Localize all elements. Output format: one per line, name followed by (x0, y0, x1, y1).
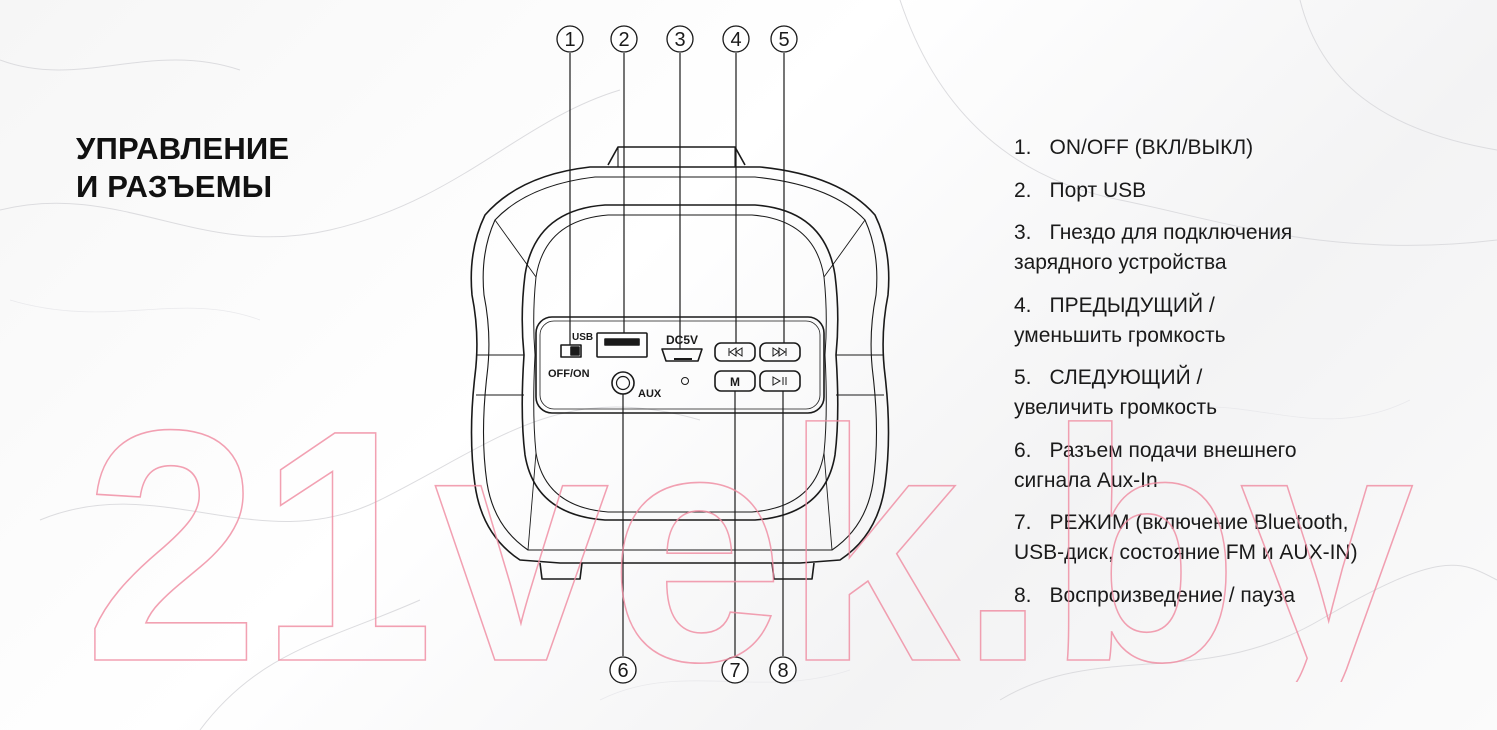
left-foot (539, 562, 583, 580)
legend-item-4: 4.ПРЕДЫДУЩИЙ /уменьшить громкость (1014, 293, 1226, 347)
right-foot (771, 562, 815, 580)
callout-circle-2 (610, 25, 638, 53)
callout-circle-6 (609, 656, 637, 684)
callout-8: 8 (777, 660, 788, 682)
watermark-text: 21vek.by (84, 402, 1414, 682)
legend-item-8: 8.Воспроизведение / пауза (1014, 583, 1295, 607)
dc-label: DC5V (666, 333, 698, 347)
callout-circle-3 (666, 25, 694, 53)
callout-7: 7 (729, 660, 740, 682)
callout-circle-5 (770, 25, 798, 53)
watermark: 21vek.by (84, 402, 1414, 682)
prev-icon (728, 347, 743, 357)
section-heading: УПРАВЛЕНИЕ И РАЗЪЕМЫ (76, 130, 289, 206)
mode-button-label: M (730, 375, 740, 389)
callout-circle-4 (722, 25, 750, 53)
callout-2: 2 (618, 29, 629, 51)
top-handle (607, 146, 746, 166)
usb-label: USB (572, 332, 593, 343)
callout-circle-8 (769, 656, 797, 684)
callout-1: 1 (564, 29, 575, 51)
controls-legend: 1.ON/OFF (ВКЛ/ВЫКЛ) 2.Порт USB 3.Гнездо … (1014, 133, 1484, 623)
heading-line-2: И РАЗЪЕМЫ (76, 169, 273, 204)
power-switch (560, 344, 582, 358)
callout-circle-1 (556, 25, 584, 53)
callout-circle-7 (721, 656, 749, 684)
prev-button (714, 342, 756, 362)
next-button (759, 342, 801, 362)
aux-jack (611, 371, 635, 395)
speaker-outer-body (470, 166, 890, 564)
callout-4: 4 (730, 29, 741, 51)
speaker-diagram: USB OFF/ON DC5V AUX M 1 2 3 4 5 6 7 8 (470, 25, 890, 684)
switch-label: OFF/ON (548, 368, 590, 380)
usb-port (596, 332, 648, 358)
heading-line-1: УПРАВЛЕНИЕ (76, 131, 290, 166)
led-indicator (681, 377, 689, 385)
callout-6: 6 (617, 660, 628, 682)
play-pause-icon (772, 376, 787, 386)
callout-5: 5 (778, 29, 789, 51)
speaker-inner-frame (521, 204, 839, 521)
dc-port (661, 348, 703, 362)
legend-item-7: 7.РЕЖИМ (включение Bluetooth,USB-диск, с… (1014, 511, 1358, 564)
aux-label: AUX (638, 388, 662, 400)
legend-item-1: 1.ON/OFF (ВКЛ/ВЫКЛ) (1014, 136, 1254, 159)
legend-item-2: 2.Порт USB (1014, 178, 1147, 202)
play-pause-button (759, 370, 801, 392)
legend-item-5: 5.СЛЕДУЮЩИЙ /увеличить громкость (1014, 366, 1218, 419)
callout-3: 3 (674, 29, 685, 51)
next-icon (772, 347, 787, 357)
